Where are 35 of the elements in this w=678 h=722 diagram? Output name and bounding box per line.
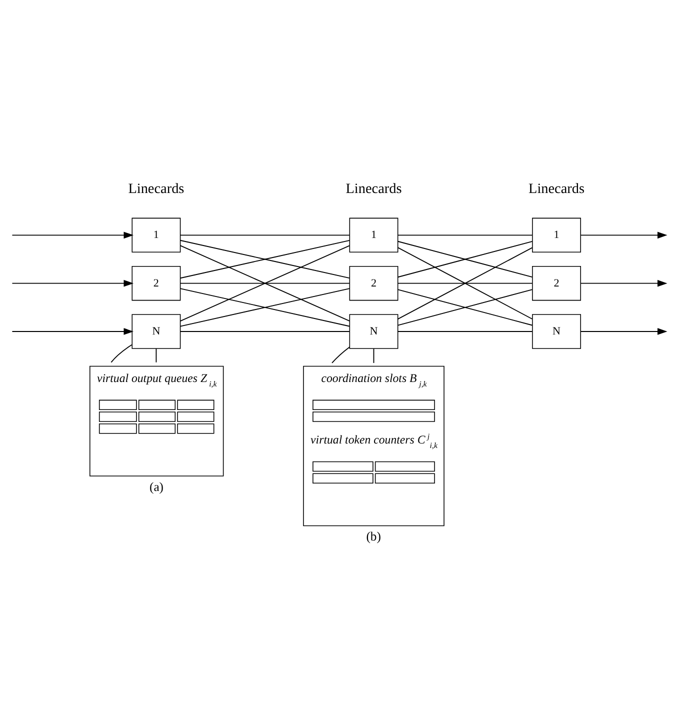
connector xyxy=(156,348,157,362)
label: Linecards xyxy=(128,180,184,196)
arrow xyxy=(580,279,668,286)
node-box: 1 xyxy=(349,217,398,252)
node-label: (a) xyxy=(150,479,164,494)
connector xyxy=(373,348,374,363)
arrow xyxy=(12,231,134,238)
connector xyxy=(332,346,350,363)
connector xyxy=(397,240,533,278)
node-box: N xyxy=(349,314,398,348)
connector xyxy=(397,330,533,332)
label: Linecards xyxy=(346,180,402,196)
connector xyxy=(180,234,350,236)
connector xyxy=(180,282,350,284)
node-box: 2 xyxy=(349,265,398,300)
connector xyxy=(180,288,350,326)
arrow xyxy=(580,328,668,334)
connector xyxy=(397,288,533,326)
label: Linecards xyxy=(528,180,585,196)
node-box: 1 xyxy=(132,217,181,252)
node-box: 2 xyxy=(132,265,181,300)
arrow xyxy=(12,279,134,286)
arrow xyxy=(580,231,668,238)
connector xyxy=(180,239,350,278)
node-box: N xyxy=(132,314,181,348)
node-label: (b) xyxy=(366,529,381,544)
connector xyxy=(180,330,350,332)
node-box: N xyxy=(532,314,581,348)
connector xyxy=(397,234,533,236)
node-box: virtual output queues Z$_{i,k}$ xyxy=(90,365,224,476)
arrow xyxy=(12,328,134,334)
connector xyxy=(110,344,132,362)
node-box: 2 xyxy=(532,265,581,300)
node-box: 1 xyxy=(532,217,581,252)
connector xyxy=(397,282,533,284)
